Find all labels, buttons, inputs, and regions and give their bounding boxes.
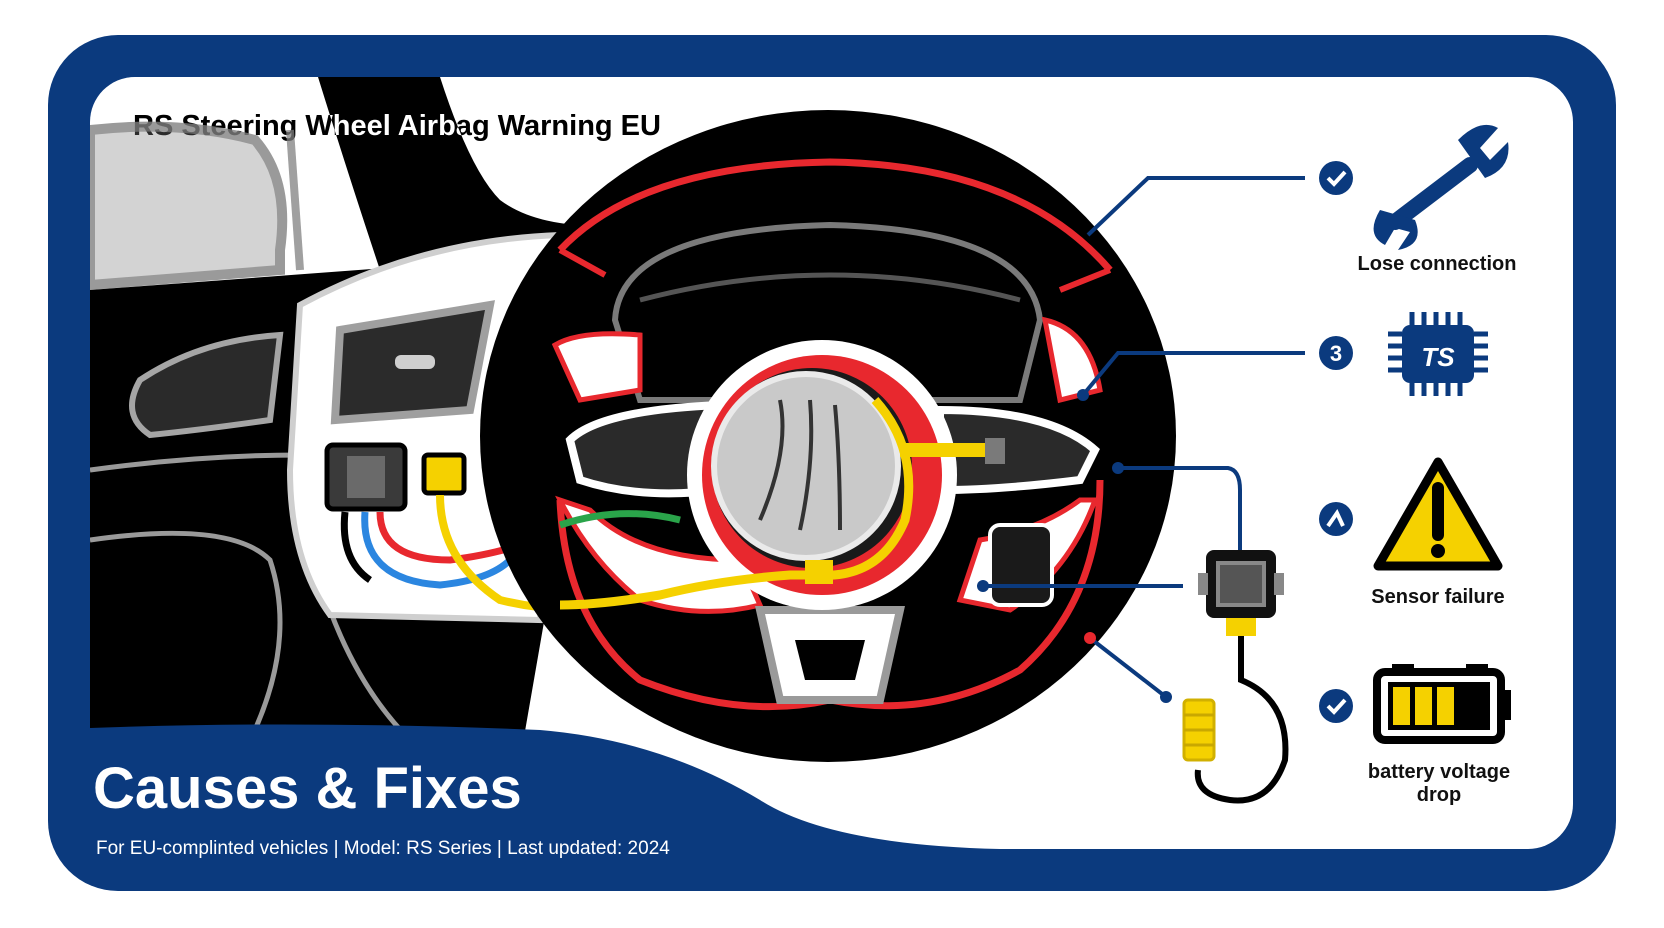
car-interior-illustration (90, 77, 1176, 762)
wrench-icon (1373, 124, 1509, 250)
sensor-connector-icon (1194, 550, 1289, 804)
svg-text:TS: TS (1421, 342, 1455, 372)
check-icon (1319, 161, 1353, 195)
cause-label-line1: battery voltage (1368, 761, 1510, 783)
footer-wave (90, 724, 1000, 849)
cause-item-battery: battery voltage drop (1319, 664, 1511, 806)
page-title: RS Steering Wheel Airbag Warning EU (133, 110, 661, 142)
airbag-cover (711, 371, 901, 561)
battery-bar (1393, 687, 1410, 725)
step-badge: 3 (1330, 341, 1342, 366)
yellow-plug-icon (1182, 698, 1216, 762)
cause-item-lose-connection: Lose connection (1319, 124, 1517, 275)
battery-bar (1415, 687, 1432, 725)
battery-icon (1373, 664, 1511, 744)
cause-item-module: 3 TS (1319, 312, 1488, 396)
check-icon (1319, 689, 1353, 723)
footer-heading: Causes & Fixes (93, 756, 522, 821)
lambda-icon (1319, 502, 1353, 536)
warning-triangle-icon (1373, 457, 1503, 571)
cause-label: Lose connection (1358, 253, 1517, 275)
chip-icon: TS (1388, 312, 1488, 396)
battery-bar (1437, 687, 1454, 725)
cause-label-line2: drop (1417, 784, 1461, 806)
cause-label: Sensor failure (1371, 586, 1504, 608)
cause-item-sensor-failure: Sensor failure (1319, 457, 1505, 608)
footer-subtitle: For EU-complinted vehicles | Model: RS S… (96, 838, 670, 859)
leader-lines (983, 176, 1305, 699)
